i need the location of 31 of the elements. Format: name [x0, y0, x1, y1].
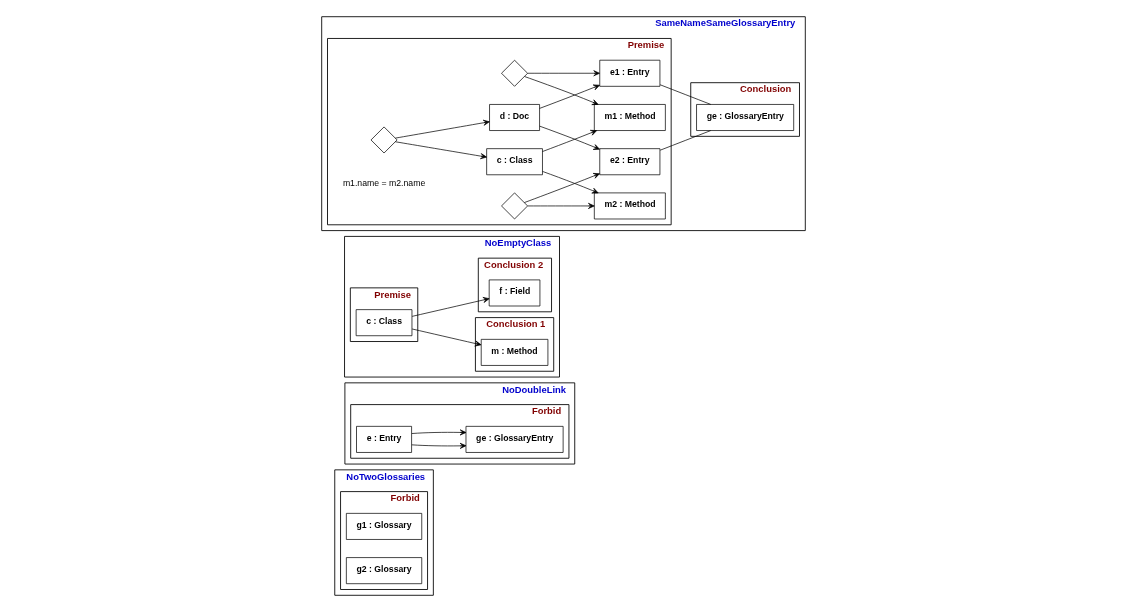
- node-box: e2 : Entry: [599, 148, 661, 176]
- arrow: [524, 76, 599, 105]
- node-box: m : Method: [480, 339, 549, 366]
- node-box: ge : GlossaryEntry: [696, 104, 795, 131]
- connector: [659, 130, 712, 151]
- arrow: [411, 442, 467, 449]
- node-box: c : Class: [486, 148, 543, 176]
- arrow: [394, 119, 490, 139]
- arrow: [394, 141, 487, 160]
- arrow: [542, 171, 599, 194]
- node-box: ge : GlossaryEntry: [465, 426, 564, 453]
- connector: [659, 84, 712, 105]
- node-diamond: [501, 59, 528, 87]
- node-box: m2 : Method: [593, 192, 666, 220]
- node-box: e1 : Entry: [599, 59, 661, 87]
- node-diamond: [501, 192, 528, 220]
- node-box: d : Doc: [489, 104, 540, 131]
- node-diamond: [370, 126, 398, 154]
- node-box: c : Class: [355, 309, 413, 337]
- arrow: [411, 429, 467, 436]
- arrow: [539, 84, 600, 109]
- arrow: [527, 70, 600, 77]
- node-box: g2 : Glossary: [346, 557, 423, 585]
- arrow: [411, 297, 490, 317]
- node-box: f : Field: [488, 279, 541, 307]
- arrow: [524, 173, 600, 203]
- node-box: m1 : Method: [593, 104, 666, 131]
- arrow: [411, 328, 482, 347]
- arrow: [527, 202, 595, 209]
- node-box: g1 : Glossary: [346, 513, 423, 540]
- node-box: e : Entry: [356, 426, 412, 453]
